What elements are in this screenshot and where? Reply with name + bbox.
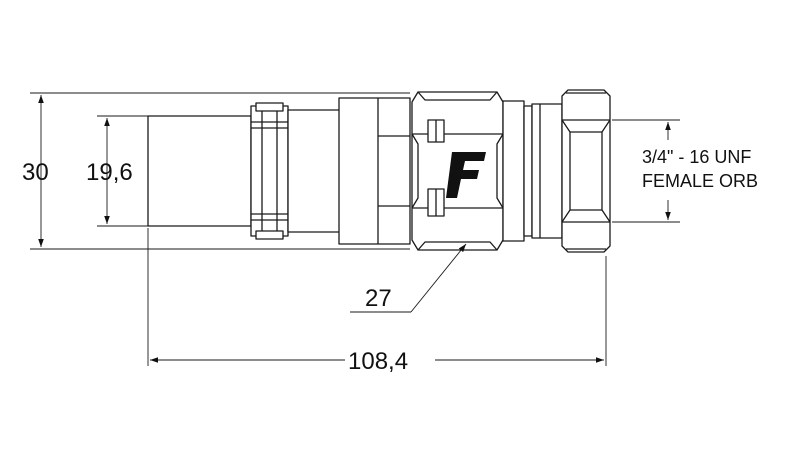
dim-hex-size: 27 (350, 243, 467, 313)
dim-outer-diameter-label: 30 (22, 159, 49, 186)
sleeve (147, 115, 252, 227)
collar (502, 100, 563, 242)
dim-hex-size-label: 27 (365, 285, 392, 312)
swivel-nut (561, 89, 611, 253)
dim-overall-length: 108,4 (147, 228, 607, 375)
coupling-body: F (0, 0, 611, 253)
groove-section (250, 102, 289, 240)
logo-letter: F (0, 0, 1, 1)
thread-callout: 3/4" - 16 UNF FEMALE ORB (612, 119, 758, 223)
dim-sleeve-diameter: 19,6 (86, 115, 150, 227)
locking-ring (338, 97, 411, 245)
middle-body (287, 109, 341, 233)
dim-outer-diameter: 30 (22, 92, 410, 250)
thread-spec-line1: 3/4" - 16 UNF (642, 147, 751, 167)
thread-spec-line2: FEMALE ORB (642, 171, 758, 191)
dim-sleeve-diameter-label: 19,6 (86, 159, 133, 186)
dim-overall-length-label: 108,4 (348, 348, 408, 375)
f-logo: F (0, 0, 486, 198)
